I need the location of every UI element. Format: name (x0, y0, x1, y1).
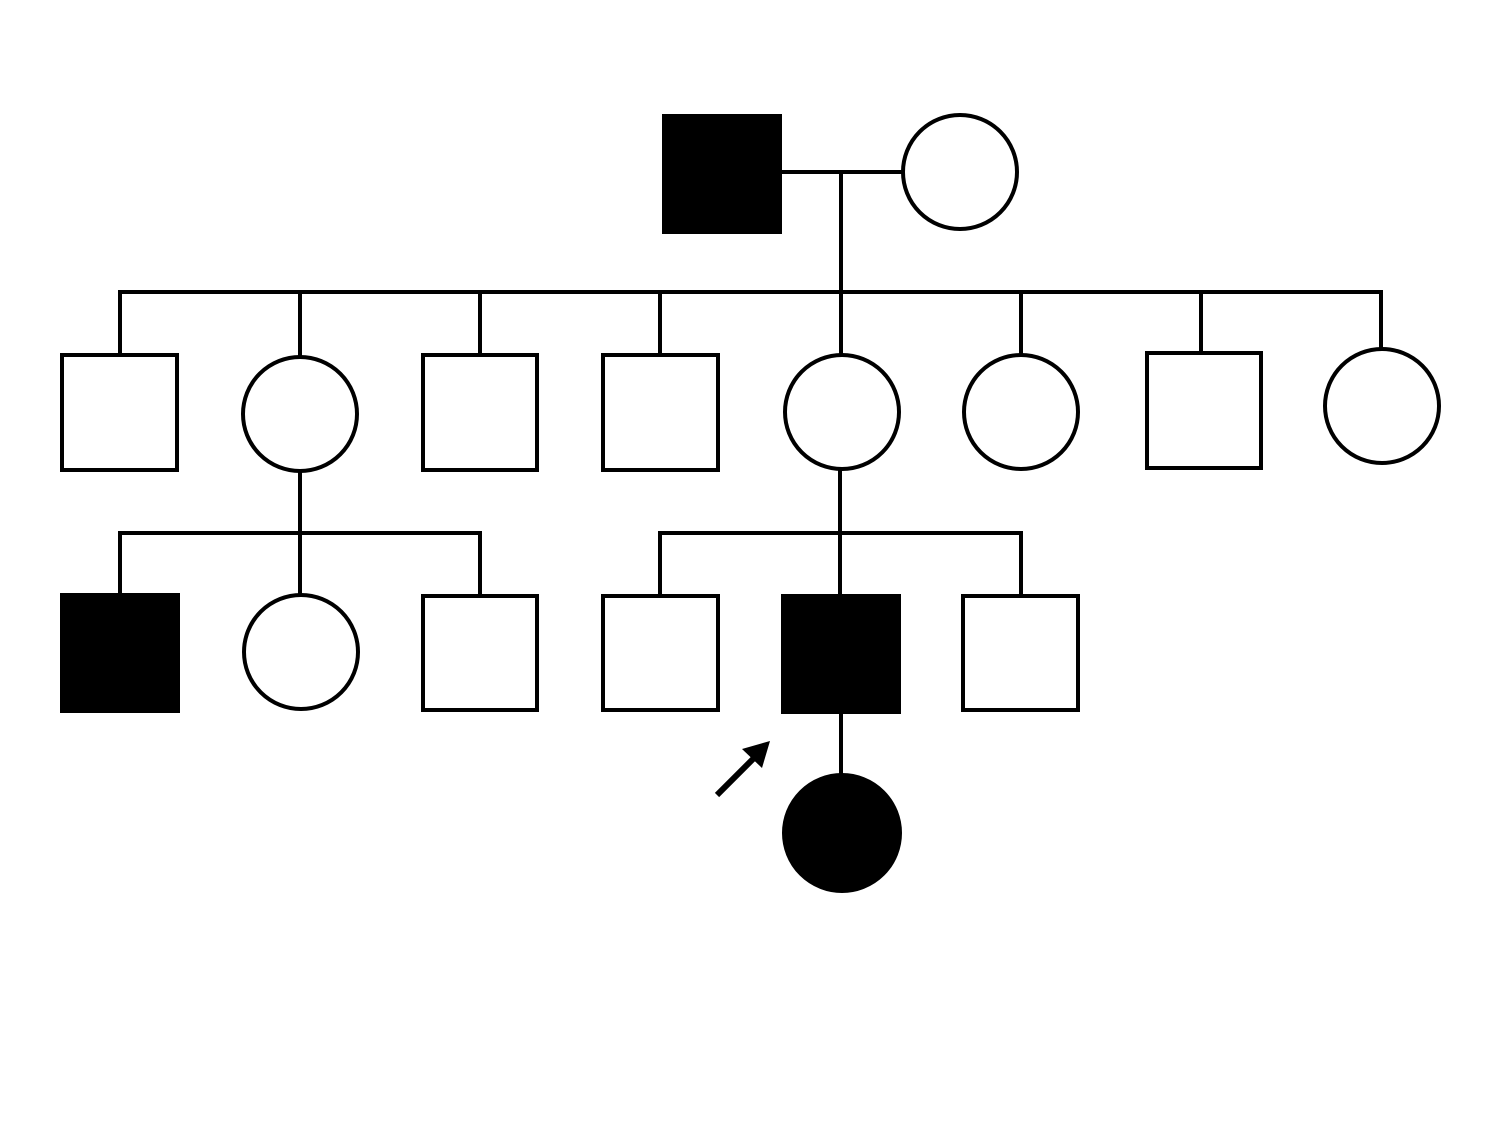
male-individual (421, 594, 539, 712)
male-individual (421, 353, 539, 472)
female-individual (782, 773, 902, 893)
female-individual (783, 353, 901, 471)
female-individual (1323, 347, 1441, 465)
generation-IV (782, 773, 902, 893)
female-individual (962, 353, 1080, 471)
male-individual (601, 594, 720, 712)
generation-III (60, 593, 1080, 714)
male-individual (60, 593, 180, 713)
proband-arrow-icon (714, 741, 770, 798)
male-individual (601, 353, 720, 472)
proband-male-individual (781, 594, 901, 714)
generation-II (60, 347, 1441, 473)
male-individual (961, 594, 1080, 712)
female-individual (242, 593, 360, 711)
pedigree-lines (118, 170, 1383, 776)
male-individual (662, 114, 782, 234)
generation-I (662, 113, 1019, 234)
male-individual (1145, 351, 1263, 470)
female-individual (241, 355, 359, 473)
female-individual (901, 113, 1019, 231)
male-individual (60, 353, 179, 472)
